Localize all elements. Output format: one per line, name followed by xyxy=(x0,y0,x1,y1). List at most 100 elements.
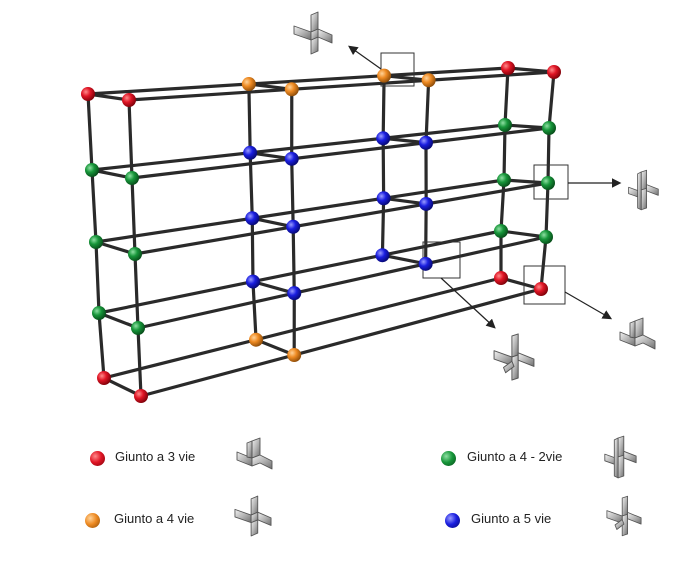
connector-icon-middle-five-way xyxy=(493,333,535,381)
callout-arrow-bottom-right xyxy=(564,291,613,320)
legend-label-four-way-2: Giunto a 4 - 2vie xyxy=(467,449,563,464)
upright-right-front-0 xyxy=(547,70,556,130)
crossbar-right-2 xyxy=(502,178,550,185)
connector-icon-bottom-right-three-way xyxy=(619,317,656,350)
joint-four-way-2-16 xyxy=(541,176,555,190)
upright-b-back-0 xyxy=(381,74,386,140)
crossbar-b-0 xyxy=(382,74,431,82)
joint-four-way-32 xyxy=(421,73,436,88)
legend-icon-three-way xyxy=(236,437,273,470)
joint-four-way-2-12 xyxy=(542,121,556,135)
legend-icon-five-way xyxy=(606,495,642,537)
rail-back-2 xyxy=(94,178,506,244)
joint-four-way-2-15 xyxy=(497,173,511,187)
legend-label-three-way: Giunto a 3 vie xyxy=(115,449,196,464)
upright-left-back-0 xyxy=(86,92,94,172)
upright-right-back-1 xyxy=(502,123,507,182)
upright-left-front-2 xyxy=(133,252,140,330)
crossbar-right-3 xyxy=(499,229,548,239)
legend-icon-four-way-2 xyxy=(604,435,637,479)
crossbar-b-2 xyxy=(382,196,428,206)
callout-box-right xyxy=(533,164,569,200)
upright-left-front-3 xyxy=(136,326,143,398)
joint-four-way-2-19 xyxy=(494,224,508,238)
upright-a-back-3 xyxy=(251,279,258,342)
joint-four-way-31 xyxy=(377,68,392,83)
joint-four-way-23 xyxy=(249,332,264,347)
upright-right-front-1 xyxy=(546,126,551,185)
joint-three-way-2 xyxy=(122,93,136,107)
joint-five-way-27 xyxy=(245,211,260,226)
upright-b-front-2 xyxy=(424,202,428,266)
upright-left-back-1 xyxy=(90,168,98,244)
joint-five-way-38 xyxy=(418,256,433,271)
rail-back-1 xyxy=(90,123,507,172)
rail-front-0 xyxy=(127,70,556,102)
crossbar-right-1 xyxy=(503,123,551,130)
joint-nodes xyxy=(81,61,561,403)
callout-arrow-middle xyxy=(440,277,496,329)
legend-dot-three-way xyxy=(90,451,105,466)
upright-a-front-2 xyxy=(291,225,296,295)
upright-a-back-1 xyxy=(248,151,254,220)
callout-box-bottom-right xyxy=(523,265,566,305)
legend-dot-five-way xyxy=(445,513,460,528)
upright-left-back-2 xyxy=(94,240,101,315)
upright-left-back-3 xyxy=(97,311,106,380)
joint-three-way-8 xyxy=(534,282,548,296)
rail-back-0 xyxy=(86,66,510,96)
joint-three-way-6 xyxy=(134,389,148,403)
rail-back-4 xyxy=(102,276,503,380)
joint-five-way-28 xyxy=(286,219,301,234)
joint-five-way-35 xyxy=(376,191,391,206)
joint-five-way-36 xyxy=(419,196,434,211)
crossbar-b-1 xyxy=(381,136,428,145)
legend-label-five-way: Giunto a 5 vie xyxy=(471,511,552,526)
rail-front-1 xyxy=(130,126,551,180)
rail-front-4 xyxy=(139,287,543,398)
legend-label-four-way: Giunto a 4 vie xyxy=(114,511,195,526)
joint-five-way-26 xyxy=(284,151,299,166)
crossbar-right-0 xyxy=(506,66,556,74)
joint-three-way-3 xyxy=(501,61,515,75)
joint-four-way-2-20 xyxy=(539,230,553,244)
connector-icons xyxy=(234,11,659,537)
joint-three-way-1 xyxy=(81,87,95,101)
joint-four-way-2-11 xyxy=(498,118,512,132)
joint-four-way-2-17 xyxy=(92,306,106,320)
upright-a-back-0 xyxy=(247,82,252,155)
rail-front-2 xyxy=(133,181,550,256)
callout-arrow-top xyxy=(348,45,382,70)
joint-four-way-2-9 xyxy=(85,163,99,177)
joint-four-way-22 xyxy=(284,82,299,97)
connector-icon-right-four-way-2 xyxy=(628,169,659,211)
upright-b-back-2 xyxy=(380,196,386,257)
upright-right-front-3 xyxy=(539,235,548,291)
legend-dot-four-way-2 xyxy=(441,451,456,466)
joint-five-way-25 xyxy=(243,145,258,160)
joint-five-way-30 xyxy=(287,286,302,301)
joint-five-way-37 xyxy=(375,248,390,263)
joint-four-way-2-14 xyxy=(128,247,142,261)
legend-icon-four-way xyxy=(234,495,272,537)
crossbar-a-0 xyxy=(247,82,294,91)
joint-three-way-7 xyxy=(494,271,508,285)
upright-left-front-1 xyxy=(130,176,137,256)
upright-a-front-1 xyxy=(290,157,295,229)
joint-three-way-4 xyxy=(547,65,561,79)
frame-tubes xyxy=(86,66,556,398)
joint-three-way-5 xyxy=(97,371,111,385)
joint-five-way-34 xyxy=(418,135,433,150)
upright-right-back-0 xyxy=(503,66,510,127)
connector-icon-top-four-way xyxy=(293,11,333,55)
upright-right-front-2 xyxy=(544,181,550,239)
rail-back-3 xyxy=(97,229,503,315)
joint-four-way-21 xyxy=(241,77,256,92)
joint-five-way-33 xyxy=(376,131,391,146)
callouts xyxy=(348,45,622,329)
upright-left-front-0 xyxy=(127,98,134,180)
crossbar-a-3 xyxy=(251,279,296,295)
joint-four-way-2-18 xyxy=(131,321,145,335)
joint-four-way-2-13 xyxy=(89,235,103,249)
legend-dot-four-way xyxy=(85,513,100,528)
